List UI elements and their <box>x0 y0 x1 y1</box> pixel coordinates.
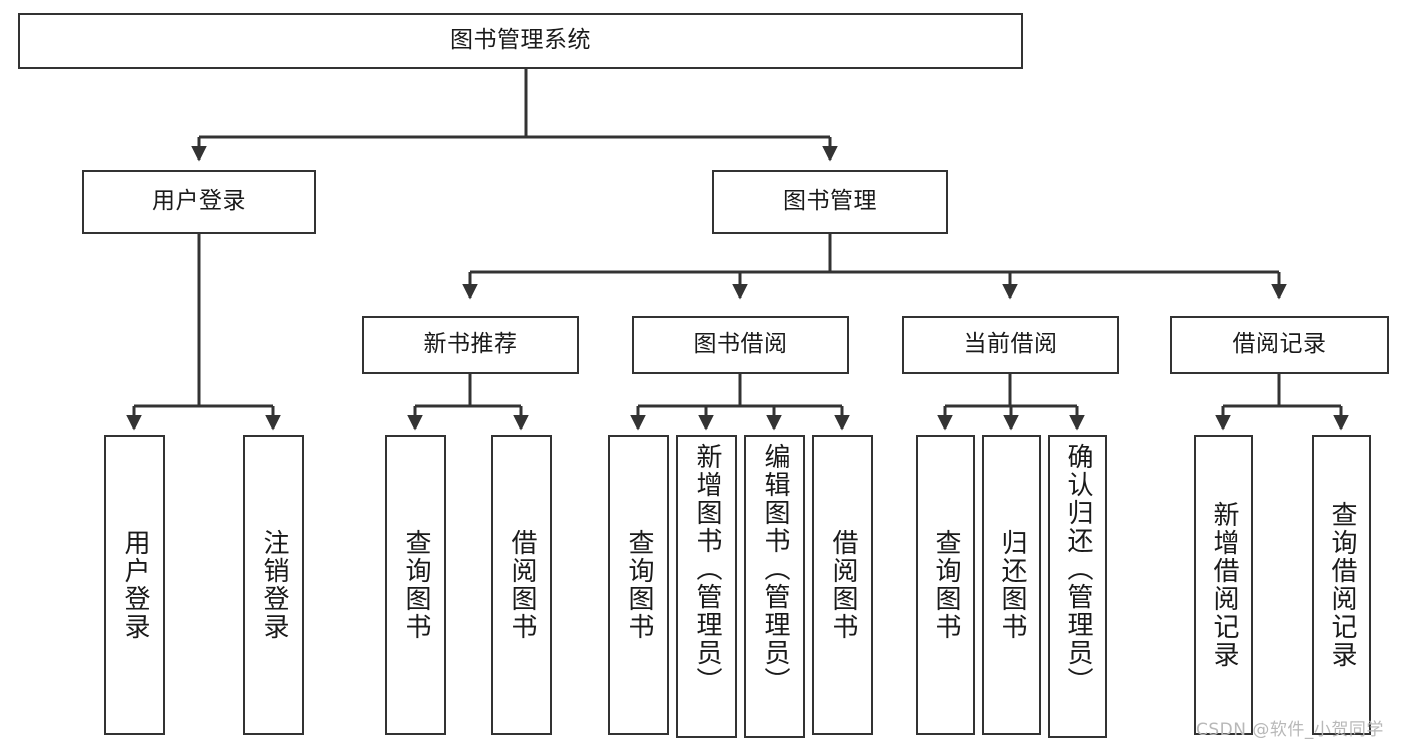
node-root-system[interactable]: 图书管理系统 <box>18 13 1023 69</box>
node-user-login-label: 用户登录 <box>152 188 246 215</box>
node-new-book-recommend-label: 新书推荐 <box>423 331 518 358</box>
leaf-query-book-2-label: 查询图书 <box>624 529 655 641</box>
leaf-logout-login-label: 注销登录 <box>259 529 290 641</box>
node-new-book-recommend[interactable]: 新书推荐 <box>362 316 579 374</box>
leaf-query-book-2[interactable]: 查询图书 <box>608 435 669 735</box>
leaf-user-login-label: 用户登录 <box>120 529 151 641</box>
leaf-borrow-book-1[interactable]: 借阅图书 <box>491 435 552 735</box>
leaf-query-book-1-label: 查询图书 <box>401 529 432 641</box>
leaf-user-login[interactable]: 用户登录 <box>104 435 165 735</box>
leaf-add-borrow-record[interactable]: 新增借阅记录 <box>1194 435 1253 735</box>
leaf-query-borrow-record-label: 查询借阅记录 <box>1327 501 1358 669</box>
csdn-watermark: CSDN @软件_小贺同学 <box>1196 720 1384 740</box>
node-book-management-label: 图书管理 <box>783 188 877 215</box>
leaf-edit-book[interactable]: 编辑图书（管理员） <box>744 435 805 738</box>
leaf-borrow-book-2[interactable]: 借阅图书 <box>812 435 873 735</box>
node-book-borrow[interactable]: 图书借阅 <box>632 316 849 374</box>
leaf-logout-login[interactable]: 注销登录 <box>243 435 304 735</box>
leaf-return-book[interactable]: 归还图书 <box>982 435 1041 735</box>
node-root-label: 图书管理系统 <box>450 27 591 54</box>
node-book-borrow-label: 图书借阅 <box>693 331 788 358</box>
node-borrow-record-label: 借阅记录 <box>1232 331 1327 358</box>
leaf-query-book-3-label: 查询图书 <box>931 529 962 641</box>
leaf-query-borrow-record[interactable]: 查询借阅记录 <box>1312 435 1371 735</box>
leaf-query-book-3[interactable]: 查询图书 <box>916 435 975 735</box>
node-book-management[interactable]: 图书管理 <box>712 170 948 234</box>
node-current-borrow-label: 当前借阅 <box>963 331 1058 358</box>
leaf-return-book-label: 归还图书 <box>997 529 1028 641</box>
node-borrow-record[interactable]: 借阅记录 <box>1170 316 1389 374</box>
leaf-add-borrow-record-label: 新增借阅记录 <box>1209 501 1240 669</box>
leaf-edit-book-label: 编辑图书（管理员） <box>760 443 791 695</box>
node-user-login[interactable]: 用户登录 <box>82 170 316 234</box>
node-current-borrow[interactable]: 当前借阅 <box>902 316 1119 374</box>
leaf-add-book[interactable]: 新增图书（管理员） <box>676 435 737 738</box>
leaf-confirm-return[interactable]: 确认归还（管理员） <box>1048 435 1107 738</box>
leaf-add-book-label: 新增图书（管理员） <box>692 443 723 695</box>
leaf-borrow-book-2-label: 借阅图书 <box>828 529 859 641</box>
leaf-query-book-1[interactable]: 查询图书 <box>385 435 446 735</box>
leaf-borrow-book-1-label: 借阅图书 <box>507 529 538 641</box>
leaf-confirm-return-label: 确认归还（管理员） <box>1063 443 1094 695</box>
